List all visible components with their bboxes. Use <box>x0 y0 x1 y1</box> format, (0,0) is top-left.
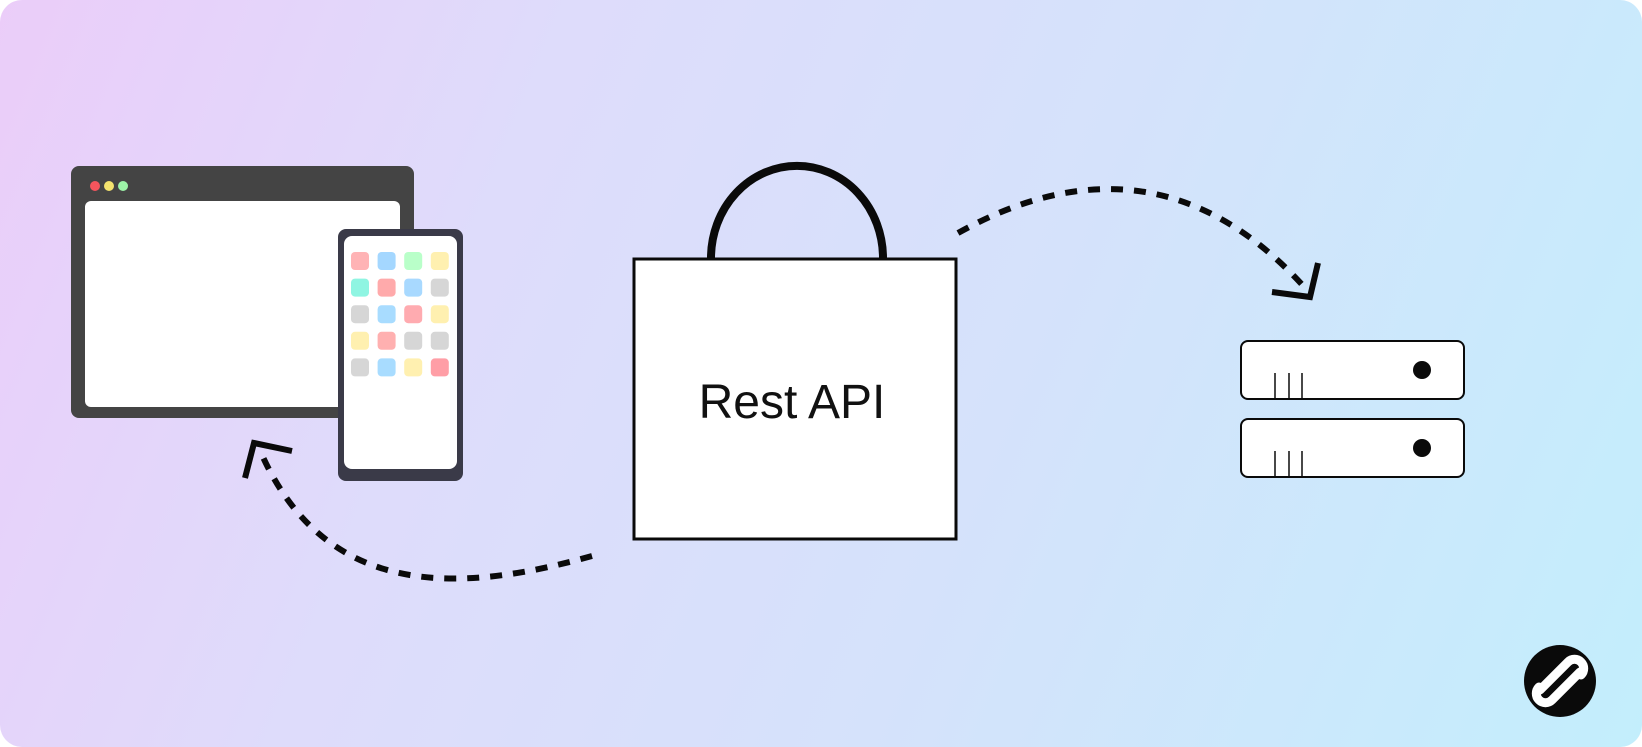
rest-api-label: Rest API <box>699 376 886 429</box>
server-unit-top <box>1240 340 1465 400</box>
arrow-to-server <box>956 186 1321 301</box>
app-icon <box>404 278 423 297</box>
chain-link-logo-icon <box>1524 645 1596 717</box>
server-unit-top-body <box>1240 340 1465 400</box>
app-icon <box>377 278 396 297</box>
rest-api-box: Rest API <box>632 161 958 541</box>
window-close-dot <box>90 181 100 191</box>
logo-disc <box>1524 645 1596 717</box>
app-icon <box>351 252 369 270</box>
mobile-phone-icon <box>338 229 463 481</box>
arrow-to-server-head <box>1271 262 1321 301</box>
server-unit-bottom-led <box>1413 439 1431 457</box>
app-icon <box>351 278 369 297</box>
app-icon <box>430 278 449 297</box>
app-icon <box>430 252 449 270</box>
app-icon <box>404 331 423 350</box>
server-unit-bottom <box>1240 418 1465 478</box>
server-unit-bottom-body <box>1240 418 1465 478</box>
logo-link-lower <box>1531 667 1585 708</box>
arrow-to-server-line <box>956 186 1310 292</box>
phone-app-grid <box>351 252 449 377</box>
app-icon <box>404 305 423 324</box>
app-icon <box>377 358 396 377</box>
app-icon <box>404 252 423 270</box>
app-icon <box>351 305 369 324</box>
window-minimize-dot <box>104 181 114 191</box>
arrow-to-client-line <box>259 453 593 582</box>
app-icon <box>430 358 449 377</box>
box-body <box>632 257 958 541</box>
app-icon <box>404 358 423 377</box>
window-maximize-dot <box>118 181 128 191</box>
app-icon <box>377 305 396 324</box>
arrow-to-client-head <box>242 439 293 479</box>
app-icon <box>377 252 396 270</box>
phone-screen <box>344 236 457 469</box>
app-icon <box>351 358 369 377</box>
app-icon <box>351 331 369 350</box>
app-icon <box>430 331 449 350</box>
app-icon <box>377 331 396 350</box>
server-unit-top-led <box>1413 361 1431 379</box>
browser-window-icon <box>71 166 414 418</box>
server-rack-icon <box>1240 340 1465 478</box>
box-handle <box>707 161 887 259</box>
arrow-to-client <box>242 439 593 582</box>
app-icon <box>430 305 449 324</box>
browser-content-area <box>85 201 400 407</box>
